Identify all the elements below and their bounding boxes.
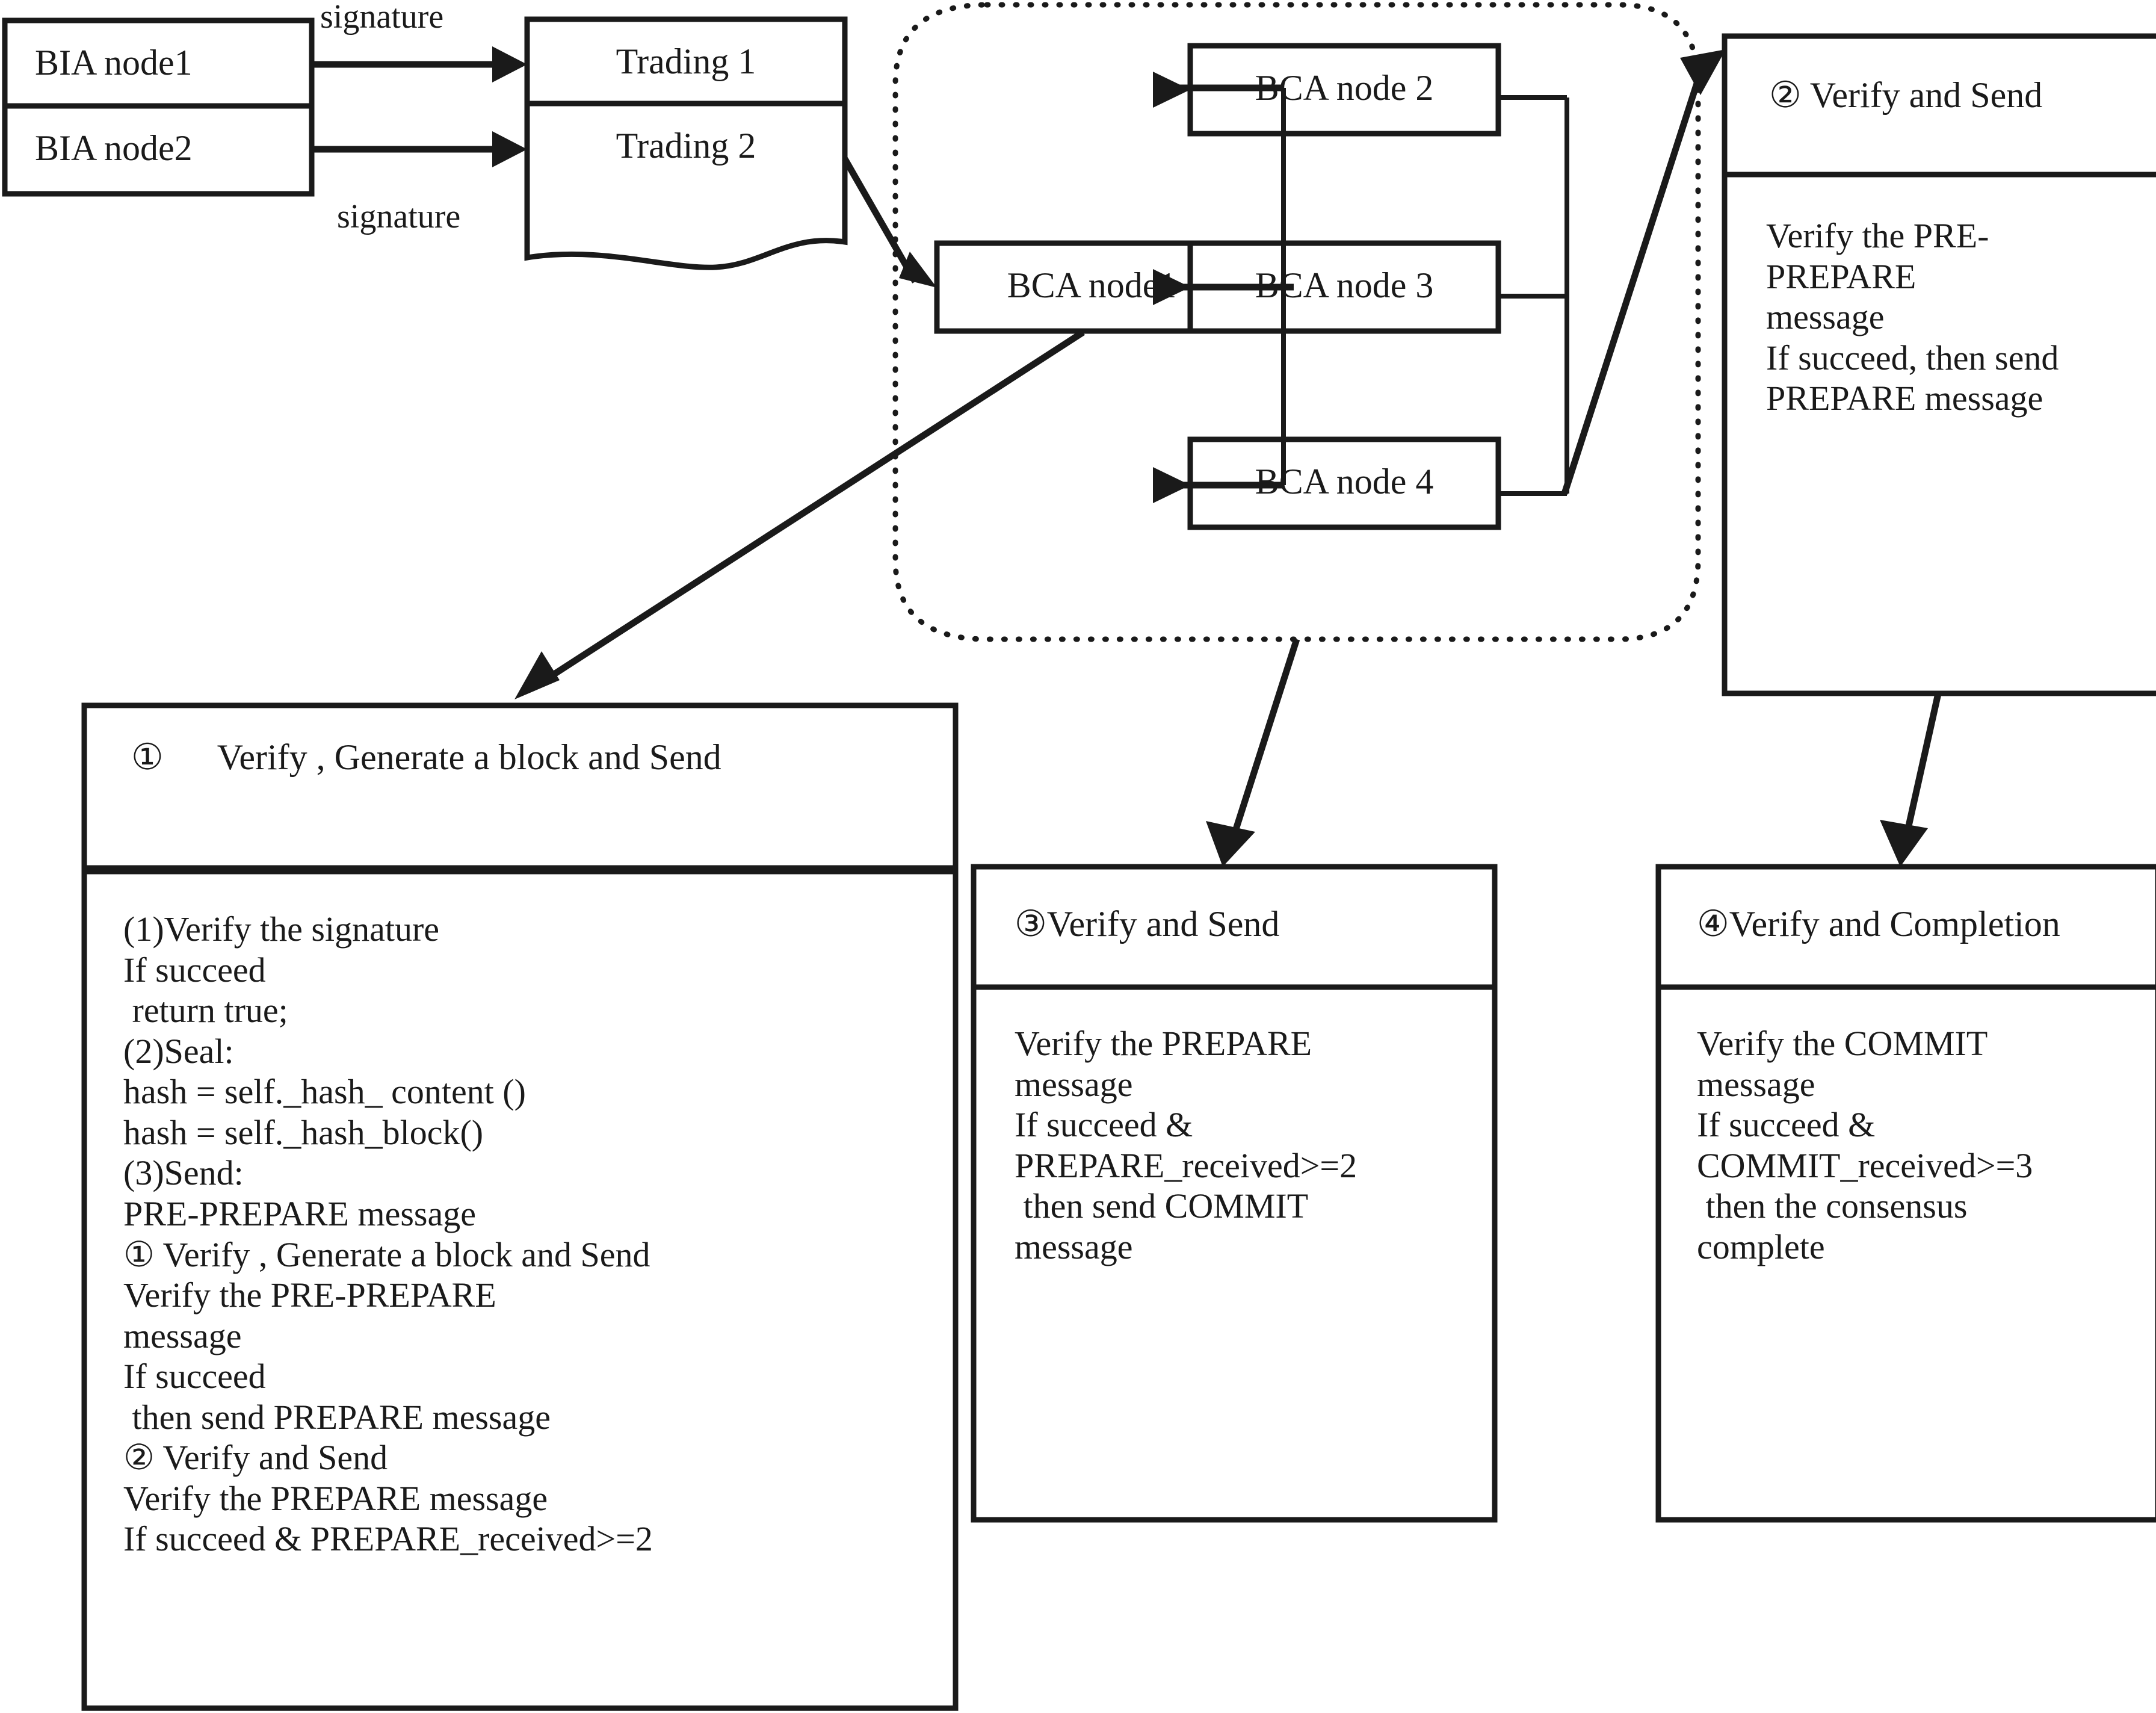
bca-node1-label: BCA node1 — [1007, 265, 1177, 305]
text-line: Verify the PREPARE — [1015, 1024, 1312, 1063]
arrow-step2-to-step4-head — [1880, 820, 1928, 867]
trading2-document-shape — [524, 101, 848, 270]
text-line: message — [1766, 297, 1885, 337]
text-line: then the consensus — [1697, 1186, 1968, 1226]
text-line: message — [1015, 1064, 1133, 1104]
signature-label-1: signature — [320, 0, 444, 36]
step3-panel-header: ③Verify and Send — [1015, 904, 1280, 944]
arrow-bia1-to-trading1-head — [492, 46, 527, 82]
text-line: message — [1697, 1064, 1815, 1104]
step1-panel-header-box — [81, 702, 959, 871]
text-line: Verify the PREPARE message — [123, 1478, 548, 1518]
arrow-bia2-to-trading2-head — [492, 131, 527, 167]
text-line: PREPARE — [1766, 256, 1917, 296]
text-line: Verify the PRE-PREPARE — [123, 1275, 496, 1315]
arrow-step2-to-step4-line — [1903, 690, 1942, 838]
step3-panel-body-box — [971, 984, 1498, 1523]
bca-node4-label: BCA node 4 — [1255, 462, 1434, 501]
text-line: If succeed & — [1015, 1105, 1193, 1145]
arrow-trading2-to-bca1-line — [842, 157, 918, 283]
arrow-trading2-to-bca1-head — [899, 252, 937, 288]
bia-node2-box — [2, 103, 315, 197]
text-line: then send COMMIT — [1015, 1186, 1309, 1226]
step1-panel-body-box — [81, 869, 959, 1711]
arrow-collector-to-step2-head — [1680, 49, 1726, 95]
arrow-bca1-to-step1-head — [514, 651, 560, 699]
trading2-label: Trading 2 — [616, 126, 756, 166]
text-line: PREPARE message — [1766, 379, 2043, 418]
step2-panel-header: ② Verify and Send — [1769, 75, 2043, 115]
trading1-label: Trading 1 — [616, 42, 756, 81]
step3-panel-header-box — [971, 864, 1498, 990]
text-line: Verify the COMMIT — [1697, 1024, 1988, 1063]
arrow-network-to-step3-line — [1230, 638, 1300, 838]
arrow-network-to-step3-head — [1206, 821, 1255, 867]
text-line: PRE-PREPARE message — [123, 1194, 476, 1233]
text-line: hash = self._hash_ content () — [123, 1072, 526, 1112]
text-line: ① Verify , Generate a block and Send — [123, 1234, 650, 1274]
signature-label-2: signature — [337, 198, 461, 235]
step1-panel-header: ① Verify , Generate a block and Send — [131, 737, 721, 777]
text-line: ② Verify and Send — [123, 1438, 388, 1478]
bia-node2-label: BIA node2 — [35, 128, 193, 168]
arrow-bca1-to-bca2-head — [1153, 72, 1190, 108]
bia-node1-label: BIA node1 — [35, 43, 193, 82]
text-line: (3)Send: — [123, 1153, 244, 1193]
step2-panel-body-box — [1722, 172, 2156, 696]
arrow-bca1-to-step1-line — [534, 329, 1085, 689]
text-line: (1)Verify the signature — [123, 909, 440, 949]
bca-node3-label: BCA node 3 — [1255, 265, 1434, 305]
text-line: message — [1015, 1227, 1133, 1266]
bca-network-boundary — [892, 2, 1701, 642]
text-line: complete — [1697, 1227, 1825, 1266]
text-line: then send PREPARE message — [123, 1397, 551, 1437]
text-line: If succeed & — [1697, 1105, 1876, 1145]
arrow-collector-to-step2-line — [1561, 71, 1704, 495]
text-line: COMMIT_received>=3 — [1697, 1145, 2033, 1185]
text-line: return true; — [123, 991, 288, 1030]
step4-panel-header: ④Verify and Completion — [1697, 904, 2060, 944]
step2-panel-header-box — [1722, 33, 2156, 178]
step4-panel-body-box — [1655, 984, 2156, 1523]
arrow-bca1-to-bca4-head — [1153, 467, 1190, 503]
step4-panel-header-box — [1655, 864, 2156, 990]
text-line: (2)Seal: — [123, 1031, 234, 1071]
bca-node2-label: BCA node 2 — [1255, 68, 1434, 108]
text-line: If succeed — [123, 1357, 266, 1396]
text-line: message — [123, 1316, 242, 1355]
text-line: If succeed, then send — [1766, 338, 2059, 377]
text-line: hash = self._hash_block() — [123, 1112, 484, 1152]
text-line: Verify the PRE- — [1766, 216, 1989, 255]
text-line: PREPARE_received>=2 — [1015, 1145, 1358, 1185]
text-line: If succeed — [123, 950, 266, 990]
text-line: If succeed & PREPARE_received>=2 — [123, 1519, 653, 1559]
